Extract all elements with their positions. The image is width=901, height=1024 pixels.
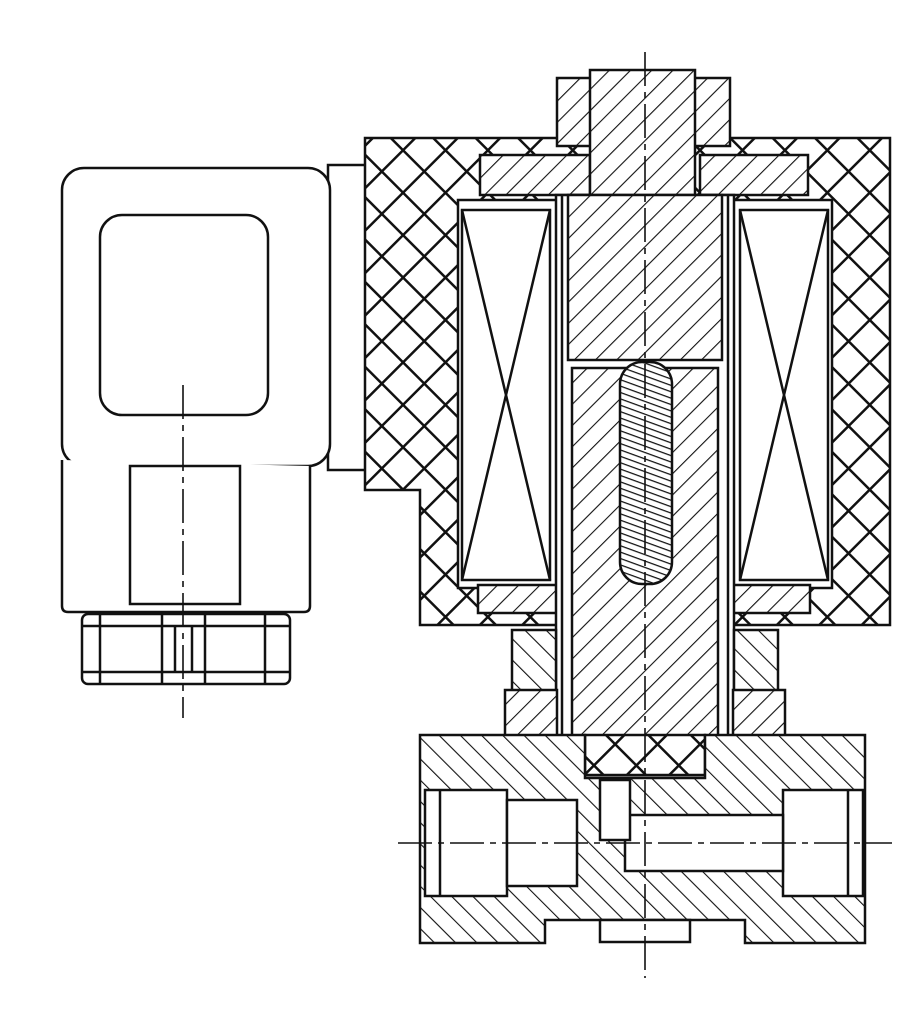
connector-insert [128, 464, 242, 606]
top-plate-right [698, 153, 810, 197]
coil-right [738, 208, 830, 582]
spring [618, 360, 674, 586]
connector-body [60, 460, 312, 614]
connector-cover [98, 213, 270, 417]
orifice [598, 778, 632, 842]
outlet-port [781, 788, 865, 898]
connector-head [60, 166, 332, 468]
top-plate-left [478, 153, 592, 197]
cable-gland [80, 612, 292, 686]
bottom-plate-left [476, 583, 560, 615]
bottom-plate-right [730, 583, 812, 615]
connector-plug [60, 163, 370, 718]
valve-body [418, 733, 867, 945]
coil-left [460, 208, 552, 582]
connector-neck [326, 163, 370, 472]
fixed-core-stem [588, 68, 697, 202]
